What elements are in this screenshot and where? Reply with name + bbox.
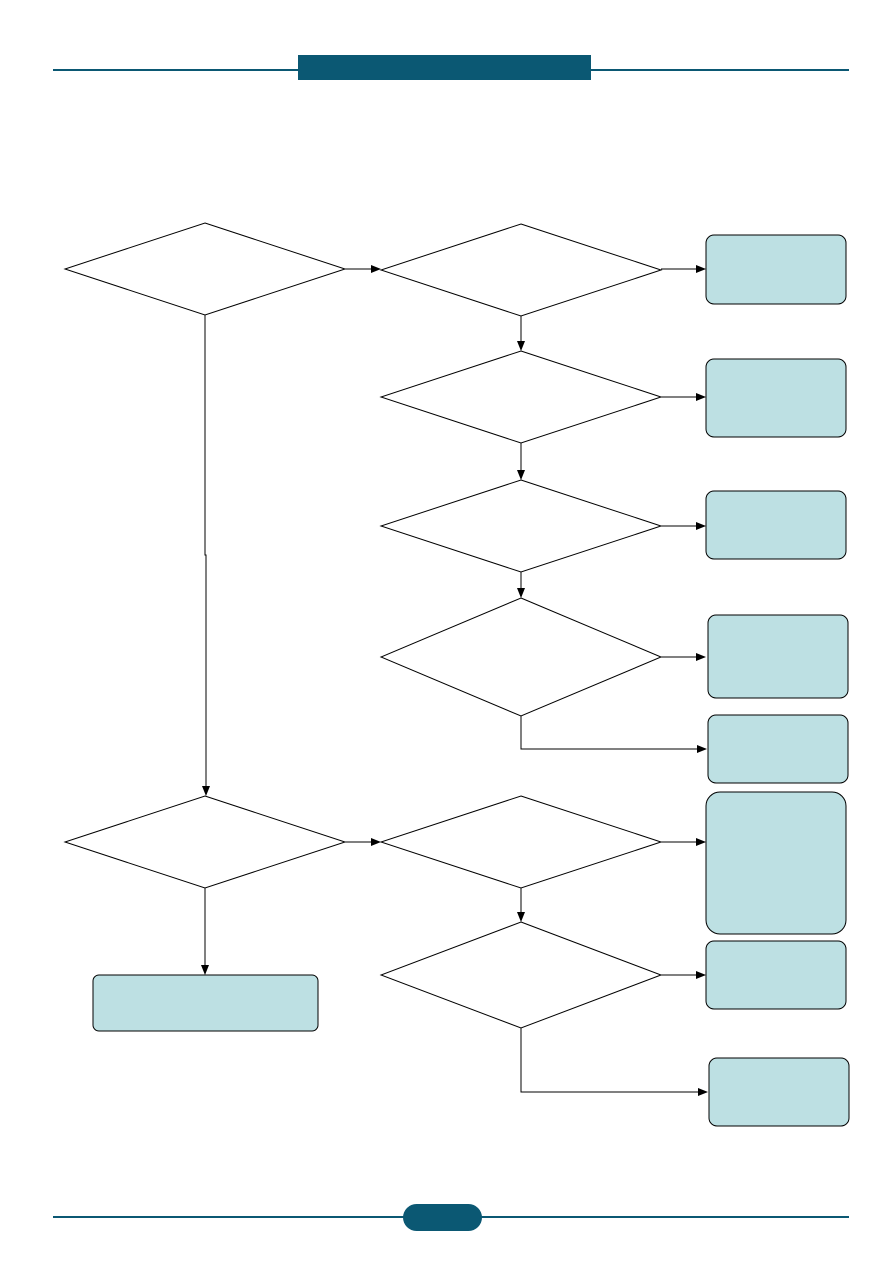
decision-7 (379, 795, 663, 889)
action-box-2 (705, 358, 847, 438)
header-rule-right (589, 69, 849, 71)
decision-8 (379, 921, 663, 1029)
footer-page-pill (403, 1204, 482, 1231)
header-title-bar (298, 55, 591, 80)
decision-6 (63, 795, 347, 889)
footer-rule-left (53, 1216, 405, 1218)
decision-3 (379, 350, 663, 444)
action-box-5 (707, 714, 849, 784)
action-box-7 (705, 940, 847, 1010)
action-box-3 (705, 490, 847, 560)
action-box-4 (707, 614, 849, 699)
decision-4 (379, 479, 663, 573)
connector-d5-a5 (520, 716, 707, 753)
footer-rule-right (480, 1216, 849, 1218)
decision-2 (379, 223, 663, 317)
action-box-1 (705, 234, 847, 305)
decision-5 (379, 597, 663, 717)
action-box-6 (705, 791, 847, 935)
connector-d8-a8 (520, 1028, 708, 1096)
connector-d1-d6 (202, 315, 210, 796)
decision-1 (63, 222, 347, 316)
header-rule-left (53, 69, 300, 71)
action-box-8 (708, 1057, 850, 1127)
action-box-9 (92, 974, 319, 1032)
